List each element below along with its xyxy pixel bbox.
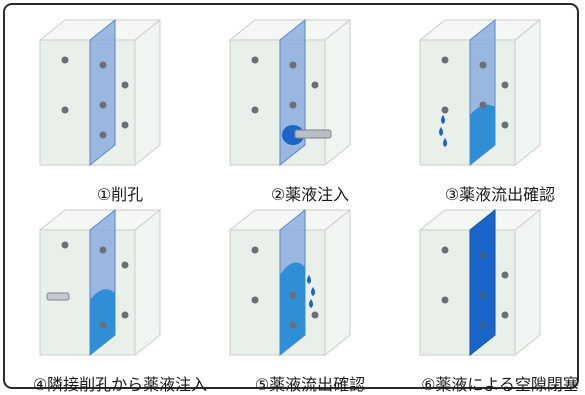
step-1-caption: ①削孔 (96, 185, 144, 204)
drill-hole (441, 106, 449, 114)
drill-hole (289, 101, 297, 109)
step-6-caption: ⑥薬液による空隙閉塞 (421, 375, 579, 394)
drill-hole (289, 321, 297, 329)
step-2-caption: ②薬液注入 (270, 185, 350, 204)
drill-hole (479, 291, 487, 299)
step-3-caption: ③薬液流出確認 (444, 185, 556, 204)
leak-drop (307, 275, 311, 284)
liquid-fill (470, 104, 495, 165)
drill-hole (501, 121, 509, 129)
drill-hole (99, 246, 107, 254)
leak-drop (311, 287, 315, 296)
drill-hole (99, 321, 107, 329)
drill-hole (289, 61, 297, 69)
drill-hole (251, 296, 259, 304)
drill-hole (479, 101, 487, 109)
step-4-caption: ④隣接削孔から薬液注入 (32, 375, 208, 394)
liquid-fill (280, 262, 305, 355)
drill-hole (441, 246, 449, 254)
step-6-illustration (418, 208, 542, 357)
drill-hole (61, 56, 69, 64)
drill-hole (121, 121, 129, 129)
drill-hole (441, 296, 449, 304)
drill-hole (311, 81, 319, 89)
diagram-frame: ①削孔 ②薬液注入 (3, 3, 579, 394)
drill-hole (501, 271, 509, 279)
drill-hole (121, 261, 129, 269)
step-4-panel: ④隣接削孔から薬液注入 (33, 205, 207, 394)
step-5-panel: ⑤薬液流出確認 (225, 205, 395, 394)
leak-drop (309, 299, 313, 308)
drill-hole (289, 291, 297, 299)
step-2-panel: ②薬液注入 (225, 15, 395, 204)
drill-hole (441, 56, 449, 64)
drill-hole (479, 321, 487, 329)
drill-hole (121, 81, 129, 89)
leak-drop (441, 115, 445, 124)
drill-hole (61, 106, 69, 114)
joint-plane (89, 18, 116, 167)
injection-nozzle (294, 129, 332, 139)
drill-hole (99, 131, 107, 139)
step-5-illustration (228, 208, 352, 357)
drill-hole (121, 311, 129, 319)
drill-hole (479, 251, 487, 259)
drill-hole (251, 246, 259, 254)
leak-drop (443, 138, 447, 147)
step-6-panel: ⑥薬液による空隙閉塞 (415, 205, 585, 394)
drill-hole (61, 241, 69, 249)
drill-hole (501, 311, 509, 319)
drill-hole (99, 61, 107, 69)
drill-hole (311, 311, 319, 319)
step-2-illustration (228, 18, 352, 167)
drill-hole (99, 101, 107, 109)
step-4-illustration (38, 208, 162, 357)
sealed-joint-plane (469, 208, 496, 357)
step-3-illustration (418, 18, 542, 167)
step-3-panel: ③薬液流出確認 (415, 15, 585, 204)
leak-drop (439, 127, 443, 136)
drill-hole (251, 106, 259, 114)
step-5-caption: ⑤薬液流出確認 (254, 375, 366, 394)
drill-hole (251, 56, 259, 64)
drill-hole (501, 81, 509, 89)
step-1-panel: ①削孔 (35, 15, 205, 204)
step-1-illustration (38, 18, 162, 167)
drill-hole (479, 61, 487, 69)
injection-nozzle (46, 292, 70, 301)
